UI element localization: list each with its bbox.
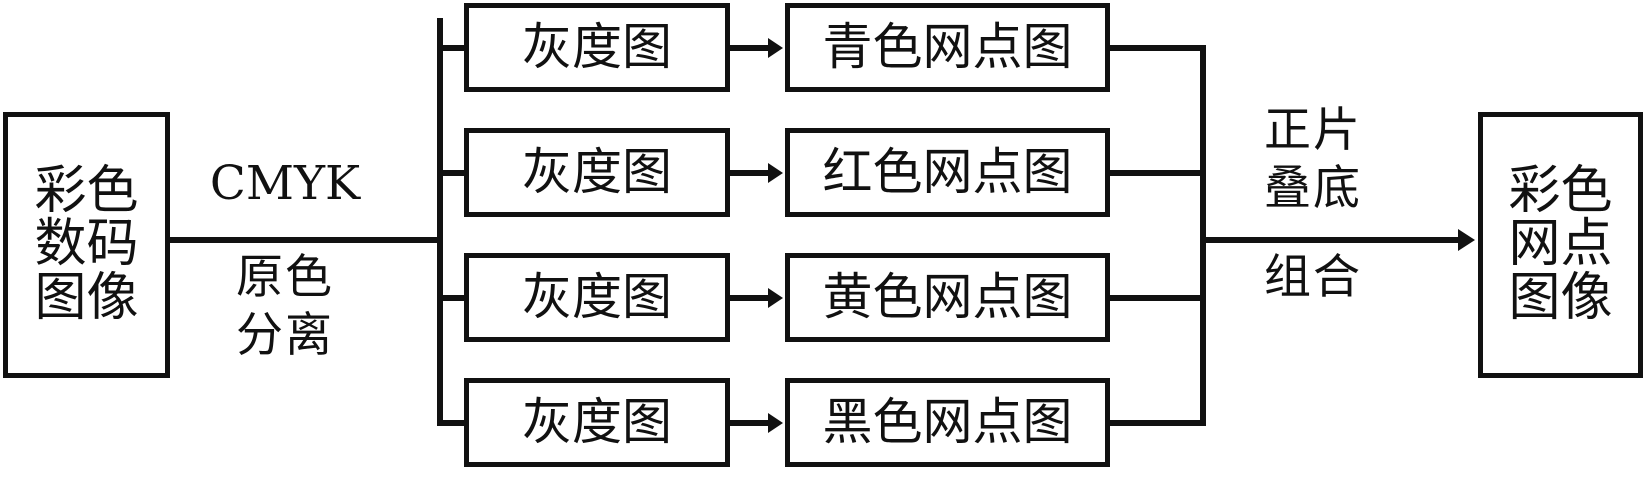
separation-label-cmyk: CMYK (209, 156, 361, 211)
connector-arrow-channel-4 (768, 413, 783, 433)
halftone-node-label-black: 黑色网点图 (822, 393, 1073, 451)
source-node-label: 彩色数码图像 (34, 160, 139, 328)
result-node-label: 彩色网点图像 (1508, 160, 1613, 328)
merge-label-line-2: 叠底 (1264, 161, 1362, 216)
result-node-color-halftone-image[interactable]: 彩色网点图像 (1478, 112, 1643, 378)
connector-line-channel-3 (730, 295, 772, 301)
connector-arrow-channel-3 (768, 288, 783, 308)
halftone-node-label-yellow: 黄色网点图 (822, 268, 1073, 326)
merge-bus-vertical (1200, 45, 1206, 426)
connector-line-channel-1 (730, 45, 772, 51)
trunk-line-source-to-split (170, 237, 443, 243)
connector-arrow-channel-2 (768, 163, 783, 183)
grayscale-node-channel-1[interactable]: 灰度图 (464, 3, 730, 92)
source-node-color-digital-image[interactable]: 彩色数码图像 (3, 112, 170, 378)
connector-line-channel-4 (730, 420, 772, 426)
halftone-node-yellow[interactable]: 黄色网点图 (785, 253, 1110, 342)
branch-line-channel-4 (437, 420, 477, 426)
halftone-node-red[interactable]: 红色网点图 (785, 128, 1110, 217)
connector-line-channel-2 (730, 170, 772, 176)
halftone-node-label-red: 红色网点图 (822, 143, 1073, 201)
separation-label-line-2: 分离 (236, 308, 334, 363)
branch-line-channel-1 (437, 45, 477, 51)
grayscale-node-label-channel-3: 灰度图 (522, 268, 672, 326)
output-arrow-to-result (1458, 229, 1475, 251)
branch-line-channel-3 (437, 295, 477, 301)
grayscale-node-channel-2[interactable]: 灰度图 (464, 128, 730, 217)
separation-label-line-1: 原色 (236, 250, 334, 305)
halftone-node-black[interactable]: 黑色网点图 (785, 378, 1110, 467)
grayscale-node-label-channel-2: 灰度图 (522, 143, 672, 201)
merge-stub-black (1110, 420, 1206, 426)
grayscale-node-channel-3[interactable]: 灰度图 (464, 253, 730, 342)
branch-line-channel-2 (437, 170, 477, 176)
grayscale-node-channel-4[interactable]: 灰度图 (464, 378, 730, 467)
merge-stub-cyan (1110, 45, 1206, 51)
merge-stub-yellow (1110, 295, 1206, 301)
grayscale-node-label-channel-4: 灰度图 (522, 393, 672, 451)
merge-label-line-3: 组合 (1264, 250, 1362, 305)
output-line-merge-to-result (1200, 237, 1462, 243)
halftone-node-cyan[interactable]: 青色网点图 (785, 3, 1110, 92)
connector-arrow-channel-1 (768, 38, 783, 58)
split-bus-vertical (437, 18, 443, 420)
merge-stub-red (1110, 170, 1206, 176)
merge-label-line-1: 正片 (1264, 103, 1362, 158)
grayscale-node-label-channel-1: 灰度图 (522, 18, 672, 76)
halftone-node-label-cyan: 青色网点图 (822, 18, 1073, 76)
